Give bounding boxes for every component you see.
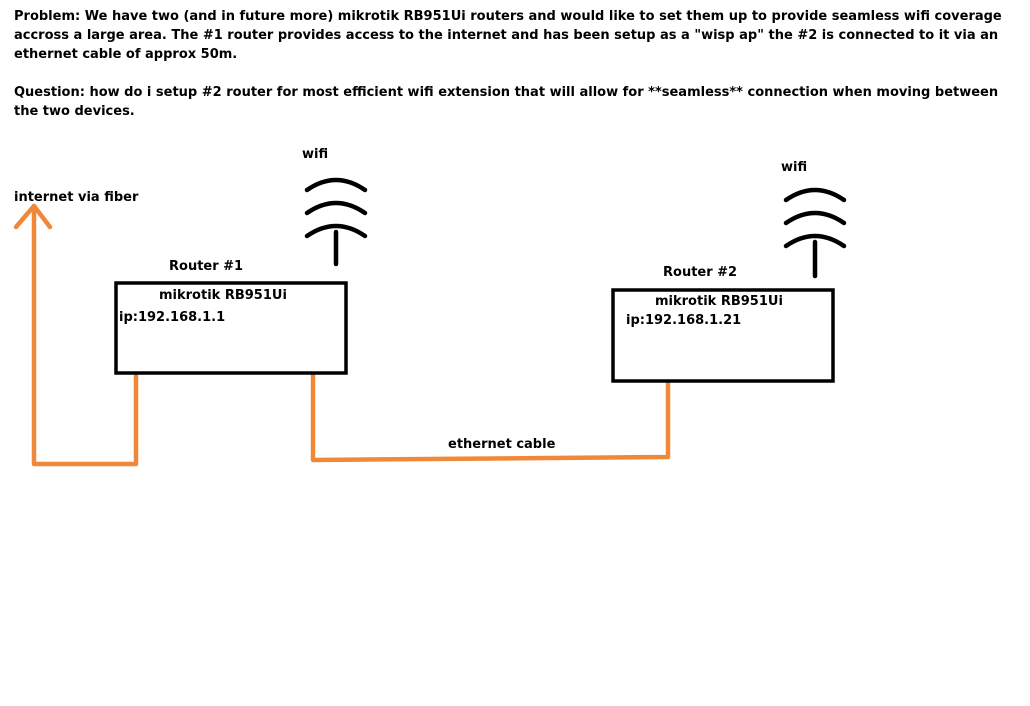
router-1-model: mikrotik RB951Ui [159,288,287,303]
router-2-model: mikrotik RB951Ui [655,294,783,309]
wifi-icon [304,177,368,267]
router-1-ip: ip:192.168.1.1 [119,310,226,325]
ethernet-label: ethernet cable [448,437,556,452]
router-2-title: Router #2 [663,265,738,280]
question-statement: Question: how do i setup #2 router for m… [14,85,999,119]
internet-label: internet via fiber [14,190,139,205]
wifi-icon [783,187,847,279]
internet-arrow-icon [13,203,53,230]
router-2-wifi-label: wifi [781,160,808,175]
router-1-wifi-label: wifi [302,147,329,162]
router-1-box [114,281,348,375]
router-1-title: Router #1 [169,259,244,274]
router-2-box [611,288,835,383]
internet-uplink-cable [31,203,139,467]
ethernet-cable [310,371,671,463]
problem-statement: Problem: We have two (and in future more… [14,9,1002,62]
router-2-ip: ip:192.168.1.21 [626,313,742,328]
